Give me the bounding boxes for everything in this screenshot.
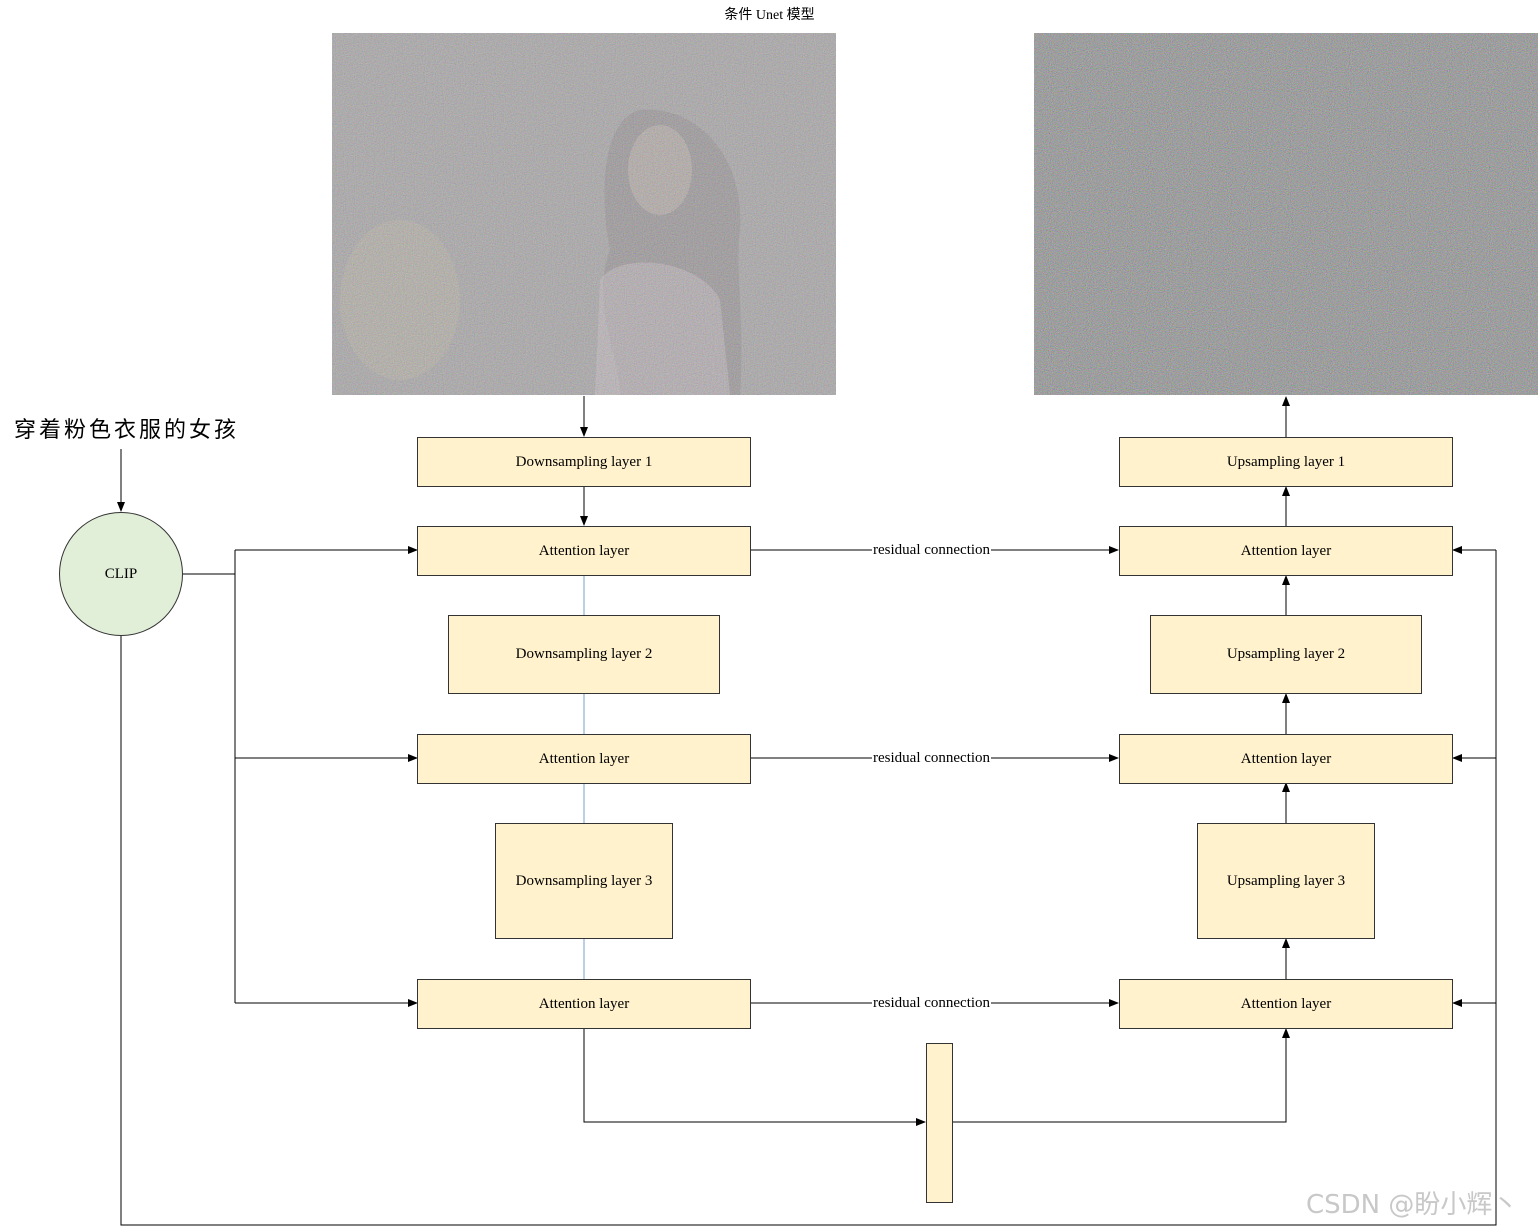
downsampling-layer-1-label: Downsampling layer 1 xyxy=(516,454,653,471)
text-prompt: 穿着粉色衣服的女孩 xyxy=(14,412,239,444)
watermark: CSDN @盼小辉丶 xyxy=(1306,1184,1518,1221)
up-attention-layer-1: Attention layer xyxy=(1119,526,1453,576)
downsampling-layer-2: Downsampling layer 2 xyxy=(448,615,720,694)
down-attention-layer-1-label: Attention layer xyxy=(539,543,629,560)
residual-connection-label-3: residual connection xyxy=(872,995,991,1011)
up-attention-layer-1-label: Attention layer xyxy=(1241,543,1331,560)
up-attention-layer-3: Attention layer xyxy=(1119,979,1453,1029)
downsampling-layer-3-label: Downsampling layer 3 xyxy=(516,873,653,890)
residual-connection-lines xyxy=(750,550,1118,1003)
down-attention-layer-2: Attention layer xyxy=(417,734,751,784)
up-attention-layer-2-label: Attention layer xyxy=(1241,751,1331,768)
clip-label: CLIP xyxy=(105,566,138,583)
clip-to-down-attention-connectors xyxy=(183,550,417,1003)
up-attention-layer-2: Attention layer xyxy=(1119,734,1453,784)
down-attention-layer-3: Attention layer xyxy=(417,979,751,1029)
down-attention-layer-1: Attention layer xyxy=(417,526,751,576)
noise-output-image xyxy=(1034,33,1538,395)
noisy-input-image xyxy=(332,33,836,395)
upsampling-layer-3: Upsampling layer 3 xyxy=(1197,823,1375,939)
upsampling-layer-1: Upsampling layer 1 xyxy=(1119,437,1453,487)
upsampling-layer-3-label: Upsampling layer 3 xyxy=(1227,873,1345,890)
residual-connection-label-2: residual connection xyxy=(872,750,991,766)
down-attention-layer-2-label: Attention layer xyxy=(539,751,629,768)
bottleneck-block xyxy=(926,1043,953,1203)
up-attention-layer-3-label: Attention layer xyxy=(1241,996,1331,1013)
clip-encoder-node: CLIP xyxy=(59,512,183,636)
residual-connection-label-1: residual connection xyxy=(872,542,991,558)
downsampling-layer-3: Downsampling layer 3 xyxy=(495,823,673,939)
down-attention-layer-3-label: Attention layer xyxy=(539,996,629,1013)
downsampling-layer-1: Downsampling layer 1 xyxy=(417,437,751,487)
diagram-title: 条件 Unet 模型 xyxy=(0,4,1539,24)
upsampling-layer-2: Upsampling layer 2 xyxy=(1150,615,1422,694)
downsampling-layer-2-label: Downsampling layer 2 xyxy=(516,646,653,663)
upsampling-layer-1-label: Upsampling layer 1 xyxy=(1227,454,1345,471)
upsampling-layer-2-label: Upsampling layer 2 xyxy=(1227,646,1345,663)
